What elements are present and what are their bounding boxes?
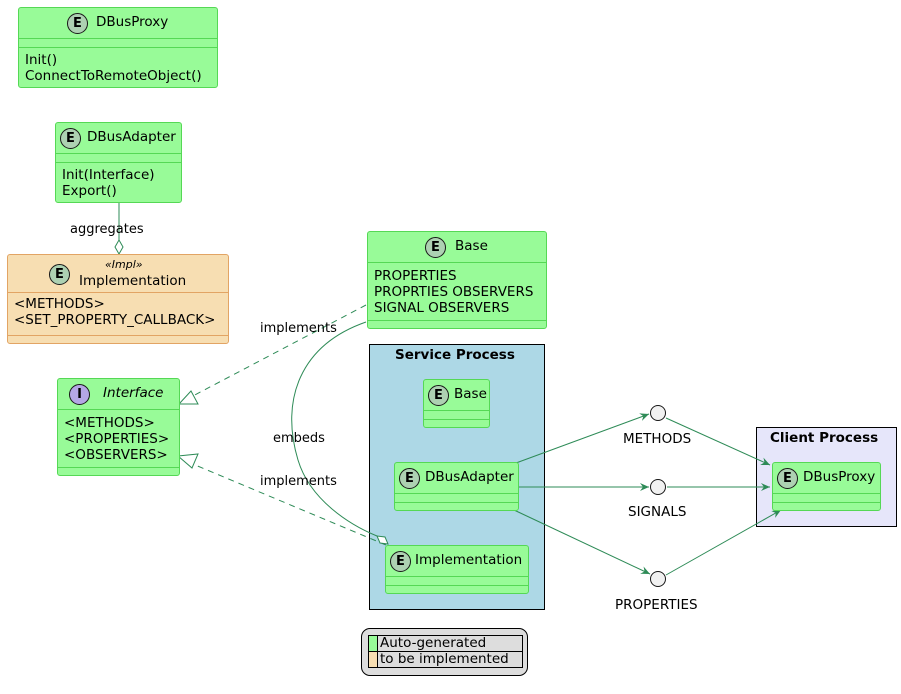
legend-swatch [368, 635, 378, 652]
legend-label: to be implemented [377, 651, 523, 668]
class-title: Interface [103, 385, 164, 401]
entity-icon: E [60, 128, 81, 149]
member: <PROPERTIES> [64, 431, 170, 447]
entity-icon: E [67, 13, 88, 34]
class-title: Implementation [415, 552, 523, 568]
base-class: E Base PROPERTIES PROPRTIES OBSERVERS SI… [367, 231, 547, 329]
arrow-properties-proxy [665, 509, 782, 576]
class-title: Base [455, 238, 488, 254]
embeds-diamond [376, 535, 389, 545]
dbusadapter-service-class: E DBusAdapter [394, 462, 519, 511]
arrow-adapter-properties [513, 509, 651, 575]
aggregates-diamond [114, 238, 124, 256]
properties-label: PROPERTIES [615, 597, 698, 613]
class-title: DBusProxy [803, 469, 876, 485]
entity-icon: E [399, 468, 420, 489]
legend-table: Auto-generated to be implemented [368, 635, 523, 668]
legend-label: Auto-generated [377, 635, 523, 652]
service-process-title: Service Process [395, 347, 515, 363]
arrow-adapter-methods [515, 413, 650, 464]
implements-base-label: implements [260, 321, 337, 336]
methods-interface-circle [650, 405, 666, 421]
legend-row: Auto-generated [368, 635, 523, 652]
member: Export() [62, 183, 117, 199]
class-title: DBusProxy [96, 14, 169, 30]
member: Init(Interface) [62, 167, 155, 183]
implementation-service-class: E Implementation [385, 545, 529, 594]
methods-label: METHODS [623, 431, 692, 447]
aggregates-label: aggregates [70, 222, 144, 237]
member: <METHODS> [64, 415, 155, 431]
implements-impl-triangle [176, 453, 199, 469]
class-title: DBusAdapter [425, 469, 514, 485]
class-title: Base [454, 386, 487, 402]
interface-class: I Interface <METHODS> <PROPERTIES> <OBSE… [57, 378, 180, 476]
member: PROPERTIES [374, 268, 457, 284]
class-title: Implementation [79, 273, 187, 289]
member: Init() [25, 52, 58, 68]
dbusproxy-client-class: E DBusProxy [772, 462, 881, 511]
class-title: DBusAdapter [87, 129, 176, 145]
member: PROPRTIES OBSERVERS [374, 284, 534, 300]
implements-base-line [188, 304, 367, 399]
implementation-class: E «Impl» Implementation <METHODS> <SET_P… [7, 254, 229, 344]
implements-impl-label: implements [260, 474, 337, 489]
entity-icon: E [390, 551, 411, 572]
stereotype-label: «Impl» [105, 258, 143, 271]
legend-row: to be implemented [368, 651, 523, 668]
entity-icon: E [777, 468, 798, 489]
base-service-class: E Base [423, 379, 490, 428]
dbusproxy-class: E DBusProxy Init() ConnectToRemoteObject… [18, 7, 218, 88]
implements-base-triangle [177, 390, 199, 405]
signals-label: SIGNALS [628, 504, 687, 520]
properties-interface-circle [650, 571, 666, 587]
arrow-methods-proxy [665, 417, 771, 466]
signals-interface-circle [650, 479, 666, 495]
member: SIGNAL OBSERVERS [374, 300, 510, 316]
embeds-label: embeds [273, 431, 325, 446]
embeds-curve [291, 321, 378, 537]
interface-icon: I [69, 384, 90, 405]
member: <OBSERVERS> [64, 447, 168, 463]
legend: Auto-generated to be implemented [361, 628, 528, 676]
dbusadapter-class: E DBusAdapter Init(Interface) Export() [55, 122, 182, 203]
client-process-title: Client Process [770, 430, 879, 446]
legend-swatch [368, 651, 378, 668]
implements-impl-line [187, 461, 387, 546]
entity-icon: E [425, 237, 446, 258]
member: <SET_PROPERTY_CALLBACK> [14, 312, 216, 328]
entity-icon: E [49, 264, 70, 285]
member: ConnectToRemoteObject() [25, 68, 202, 84]
entity-icon: E [428, 385, 449, 406]
member: <METHODS> [14, 296, 105, 312]
